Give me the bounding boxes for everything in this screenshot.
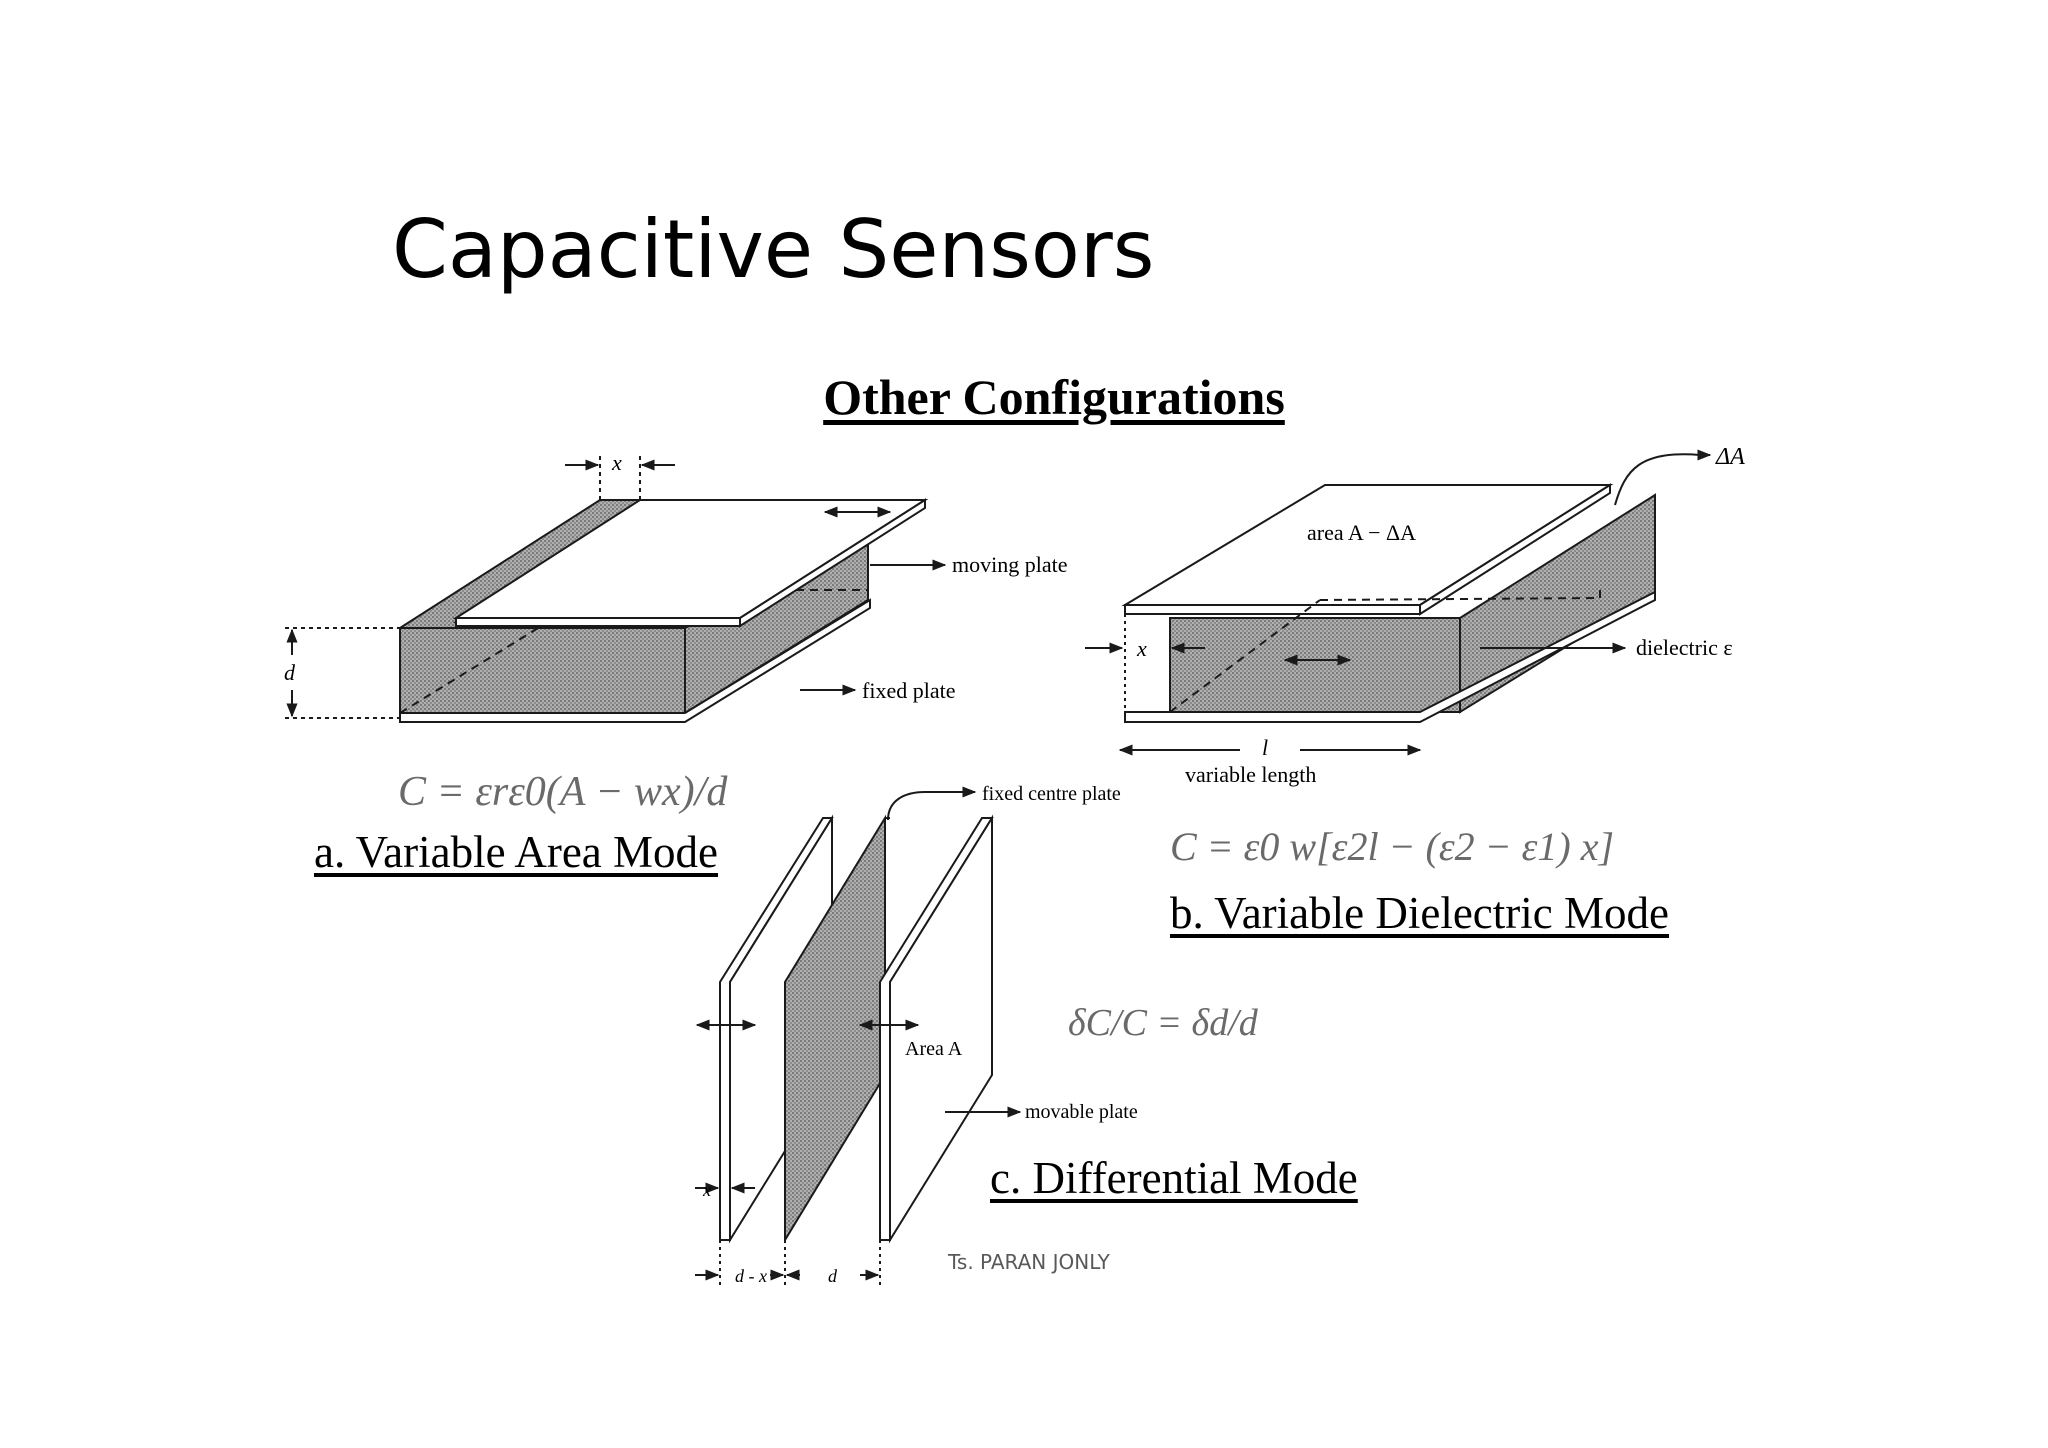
formula-c: δC/C = δd/d — [1068, 1002, 1259, 1044]
x-label-c: x — [702, 1180, 711, 1200]
mode-label-b: b. Variable Dielectric Mode — [1170, 888, 1669, 938]
d-label-a: d — [284, 660, 296, 685]
x-label-b: x — [1136, 636, 1147, 661]
area-label-b: area A − ΔA — [1307, 520, 1416, 545]
d-label-c: d — [828, 1266, 838, 1286]
fixed-centre-plate-label: fixed centre plate — [982, 783, 1121, 805]
mode-label-a: a. Variable Area Mode — [314, 827, 719, 877]
differential-diagram — [695, 786, 1022, 1285]
slide-title: Capacitive Sensors — [392, 203, 1155, 296]
bottom-plate — [1124, 590, 1656, 723]
fixed-plate — [399, 598, 871, 723]
moving-plate-label: moving plate — [952, 552, 1067, 577]
dielectric-front — [1169, 617, 1461, 713]
dielectric-label: dielectric ε — [1636, 635, 1733, 660]
fixed-plate-label: fixed plate — [862, 678, 955, 703]
x-label-a: x — [611, 450, 622, 475]
variable-dielectric-diagram — [1085, 449, 1712, 756]
area-label-c: Area A — [905, 1038, 963, 1060]
l-label-b: l — [1262, 735, 1268, 760]
formula-a: C = εrε0(A − wx)/d — [398, 769, 728, 815]
delta-area-label: ΔA — [1715, 444, 1745, 470]
formula-b: C = ε0 w[ε2l − (ε2 − ε1) x] — [1170, 824, 1614, 869]
dielectric-block-front — [399, 627, 686, 714]
mode-label-c: c. Differential Mode — [990, 1153, 1358, 1203]
variable-length-label: variable length — [1185, 762, 1316, 787]
movable-plate-label: movable plate — [1025, 1101, 1138, 1123]
footer-author: Ts. PARAN JONLY — [948, 1250, 1110, 1274]
section-subtitle: Other Configurations — [823, 369, 1285, 425]
d-minus-x-label: d - x — [735, 1266, 767, 1286]
variable-area-diagram — [285, 455, 947, 723]
